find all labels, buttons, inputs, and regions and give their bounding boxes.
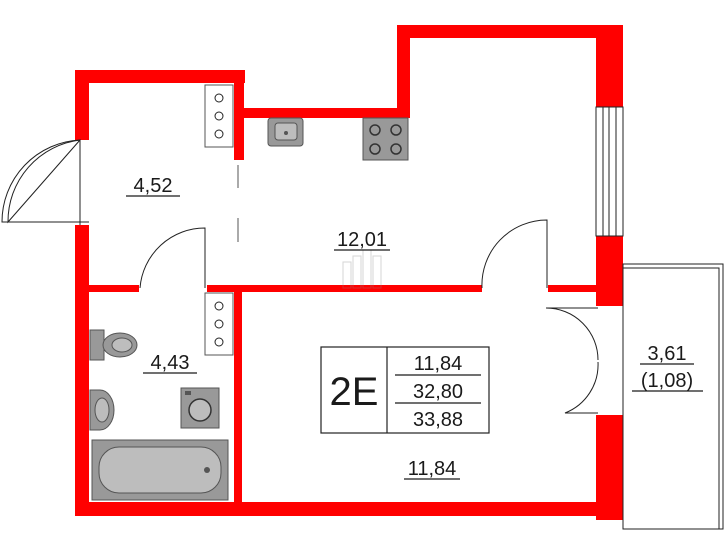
living-area-value: 11,84 — [414, 353, 463, 375]
washbasin-icon — [89, 389, 115, 431]
apartment-type: 2E — [330, 370, 379, 414]
svg-text:4,52: 4,52 — [134, 175, 173, 197]
svg-text:12,01: 12,01 — [337, 229, 387, 251]
bathtub-icon — [91, 439, 229, 501]
room-label-balcony: 3,61 (1,08) — [632, 343, 703, 392]
room-label-kitchen: 12,01 — [334, 229, 390, 251]
total-with-balcony-value: 33,88 — [413, 409, 463, 431]
svg-text:4,43: 4,43 — [151, 352, 190, 374]
bedroom-door — [481, 219, 548, 289]
stove-icon — [362, 117, 409, 161]
sink-icon — [267, 117, 304, 147]
svg-text:11,84: 11,84 — [408, 458, 457, 480]
total-area-value: 32,80 — [413, 381, 463, 403]
balcony — [622, 263, 724, 530]
entrance-door — [1, 139, 89, 225]
bathroom-door — [139, 227, 206, 289]
room-label-hall: 4,52 — [126, 175, 180, 197]
room-label-bedroom: 11,84 — [404, 458, 460, 480]
washing-machine-icon — [180, 387, 220, 429]
toilet-icon — [89, 329, 138, 361]
window — [595, 106, 624, 237]
area-summary-table: 2E 11,84 32,80 33,88 — [320, 346, 490, 434]
svg-text:(1,08): (1,08) — [641, 370, 693, 392]
walls — [75, 25, 623, 520]
room-label-bathroom: 4,43 — [143, 352, 197, 374]
watermark-logo — [342, 249, 382, 289]
ventilation-shaft-icon — [204, 84, 234, 148]
svg-text:3,61: 3,61 — [648, 343, 687, 365]
ventilation-shaft-icon — [204, 292, 234, 356]
balcony-door — [545, 307, 599, 414]
